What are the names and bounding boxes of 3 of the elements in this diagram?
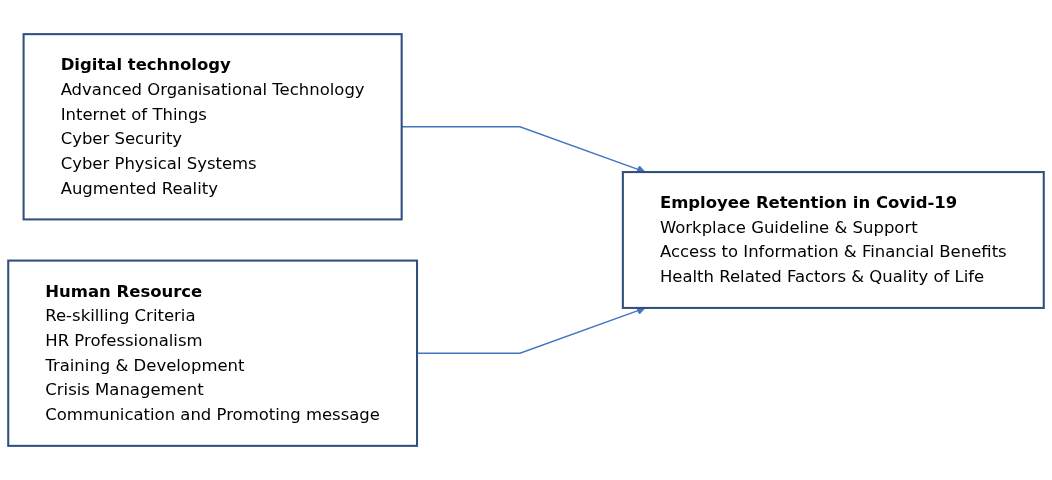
node-box: Employee Retention in Covid-19 Workplace Guideline & Support Access to Information & Financial Benefits Health Related Factors & Quality of Life: [621, 171, 1045, 309]
node-box: Human Resource Re-skilling Criteria HR Professionalism Training & Development Crisis Management Communication and Promoting message: [7, 259, 419, 447]
node-box: Digital technology Advanced Organisational Technology Internet of Things Cyber Security Cyber Physical Systems Augmented Reality: [22, 33, 403, 221]
